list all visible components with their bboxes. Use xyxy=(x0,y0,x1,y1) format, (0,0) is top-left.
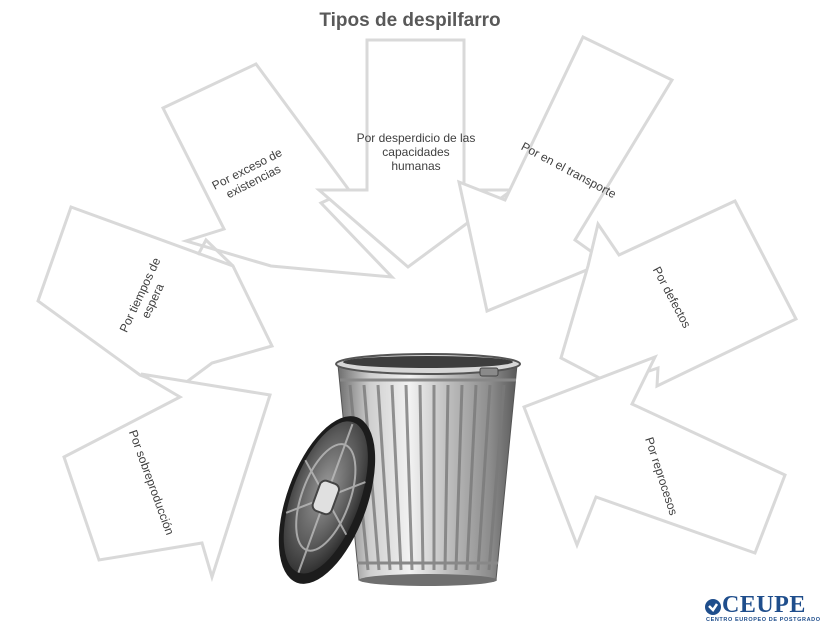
logo-subtitle: CENTRO EUROPEO DE POSTGRADO xyxy=(706,617,821,623)
ceupe-logo-icon xyxy=(705,599,721,615)
logo-name: CEUPE xyxy=(722,592,806,618)
ceupe-logo: CEUPE CENTRO EUROPEO DE POSTGRADO xyxy=(702,592,832,628)
diagram-title: Tipos de despilfarro xyxy=(319,10,501,31)
label-capacidades-humanas: Por desperdicio de las capacidades human… xyxy=(356,131,476,173)
